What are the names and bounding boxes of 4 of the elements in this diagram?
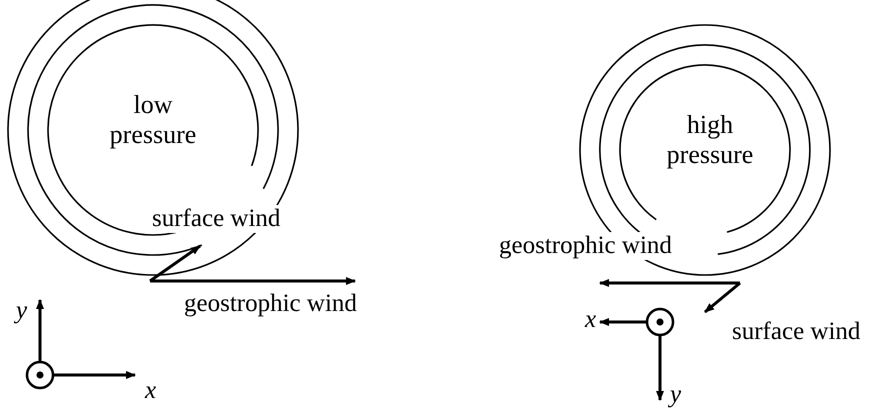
- vector-label: surface wind: [150, 205, 282, 233]
- vector-label: geostrophic wind: [497, 232, 674, 260]
- pressure-label: high pressure: [666, 110, 754, 170]
- pressure-label: low pressure: [108, 90, 198, 150]
